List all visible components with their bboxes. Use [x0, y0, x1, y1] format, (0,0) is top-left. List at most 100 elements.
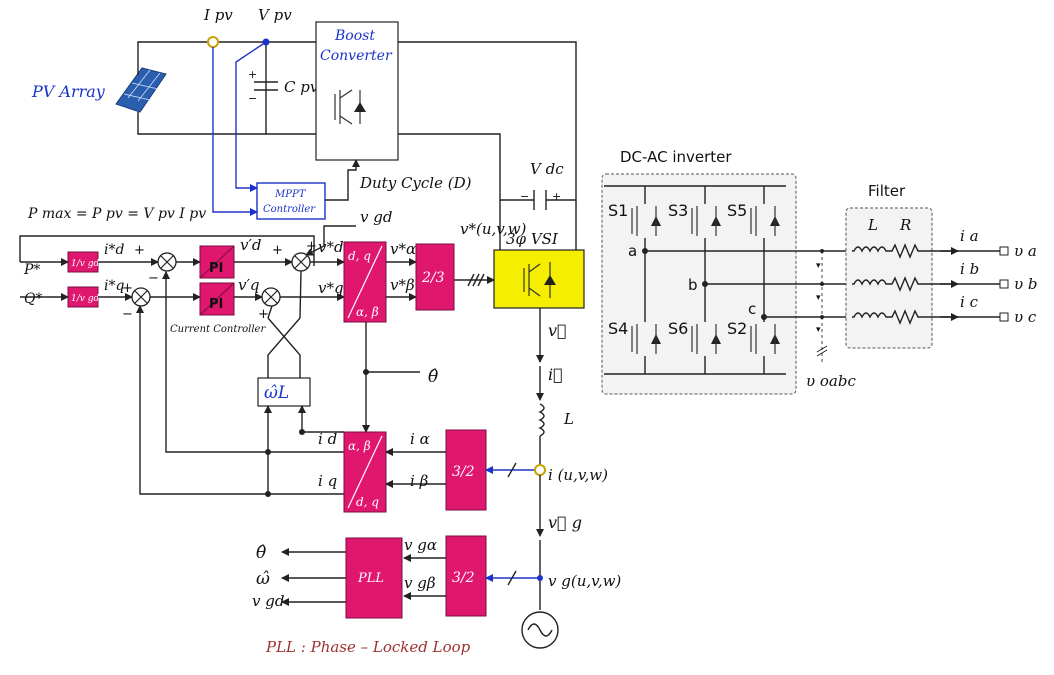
vq-star-label: v*q — [318, 279, 344, 297]
va-label: υ a — [1014, 242, 1037, 260]
two-three-label: 2/3 — [421, 270, 445, 286]
svg-text:−: − — [122, 307, 133, 322]
ipv-label: I pv — [203, 6, 233, 24]
dq-bottom-label: d, q — [356, 495, 379, 509]
pv-array-label: PV Array — [31, 82, 106, 101]
vsi-block — [493, 249, 585, 309]
q-star-label: Q* — [24, 291, 42, 307]
svg-text:▾: ▾ — [816, 261, 821, 271]
pll-caption: PLL : Phase – Locked Loop — [265, 638, 471, 656]
l-grid-label: L — [563, 410, 574, 428]
out-omega-label: ω̂ — [256, 569, 270, 589]
ialpha-label: i α — [410, 430, 430, 448]
current-sensor-icon — [207, 36, 219, 48]
filter-box — [845, 207, 933, 349]
iq-label: i q — [318, 472, 337, 490]
dcac-title: DC-AC inverter — [620, 148, 732, 166]
vg-vec-label: v⃗ g — [548, 513, 582, 532]
out-theta-label: θ̂ — [256, 543, 266, 563]
pll-block — [345, 537, 403, 619]
filter-rl-b-icon — [852, 276, 1000, 292]
valpha-star-label: v*α — [390, 240, 416, 258]
out-vgd-label: v gd — [252, 592, 284, 610]
three-two-block-1 — [445, 429, 487, 511]
i-uvw-label: i (u,v,w) — [548, 466, 608, 484]
dq-top-label: d, q — [348, 249, 371, 263]
vg-uvw-label: v g(u,v,w) — [548, 572, 621, 590]
s3-label: S3 — [668, 201, 688, 220]
svg-text:+: + — [272, 243, 283, 258]
three-two-label-2: 3/2 — [452, 570, 475, 586]
ia-label: i a — [960, 227, 979, 245]
cpv-capacitor-icon — [254, 81, 278, 91]
s4-label: S4 — [608, 319, 628, 338]
inv-vgd-label-1: 1/v gd — [71, 259, 99, 269]
vsi-switch-icon — [523, 262, 556, 298]
node-c-label: c — [748, 300, 756, 318]
filter-rl-a-icon — [852, 243, 1000, 259]
svg-text:▾: ▾ — [816, 325, 821, 335]
switch-s6-icon — [686, 322, 722, 356]
node-b-label: b — [688, 276, 698, 294]
s1-label: S1 — [608, 201, 628, 220]
iq-star-label: i*q — [104, 278, 124, 294]
svg-text:+: + — [122, 281, 133, 296]
vbeta-star-label: v*β — [390, 276, 415, 294]
svg-text:−: − — [248, 92, 257, 105]
filter-rl-c-icon — [852, 309, 1000, 325]
vg-alpha-label: v gα — [404, 536, 437, 554]
svg-text:+: + — [258, 307, 269, 322]
theta-hat-label: θ̂ — [428, 367, 438, 387]
svg-text:+: + — [248, 68, 257, 81]
three-two-block-2 — [445, 535, 487, 617]
ib-label: i b — [960, 260, 979, 278]
svg-text:+: + — [306, 239, 317, 254]
cpv-label: C pv — [284, 78, 319, 96]
boost-converter-label-2: Converter — [320, 48, 393, 64]
svg-text:−: − — [520, 190, 529, 203]
vc-label: υ c — [1014, 308, 1037, 326]
svg-text:+: + — [134, 243, 145, 258]
mppt-label-2: Controller — [263, 204, 316, 215]
s6-label: S6 — [668, 319, 688, 338]
vq-prime-label: v′q — [238, 276, 259, 294]
inv-vgd-label-2: 1/v gd — [71, 294, 99, 304]
mppt-controller-block — [256, 182, 326, 220]
id-label: i d — [318, 430, 337, 448]
switch-s4-icon — [626, 322, 662, 356]
duty-cycle-label: Duty Cycle (D) — [359, 174, 472, 192]
vuvw-ref-label: v*(u,v,w) — [460, 220, 527, 238]
switch-s1-icon — [626, 204, 662, 238]
vpv-label: V pv — [258, 6, 292, 24]
omega-l-label: ω̂L — [264, 383, 289, 403]
grid-inductor-icon — [538, 403, 545, 437]
pll-label: PLL — [357, 571, 384, 586]
ic-label: i c — [960, 293, 979, 311]
omega-l-block — [257, 377, 311, 407]
p-star-label: P* — [23, 262, 40, 278]
ab-bottom-label: α, β — [356, 305, 379, 319]
mppt-label-1: MPPT — [274, 189, 307, 200]
i-vec-label: i⃗ — [548, 365, 563, 384]
filter-l-label: L — [867, 216, 878, 234]
filter-r-label: R — [899, 216, 911, 234]
node-a-label: a — [628, 242, 637, 260]
pi-label-1: PI — [209, 261, 223, 276]
vdc-label: V dc — [530, 160, 564, 178]
switch-s3-icon — [686, 204, 722, 238]
switch-s5-icon — [745, 204, 781, 238]
vsi-label: 3φ VSI — [506, 230, 559, 248]
vb-label: υ b — [1014, 275, 1038, 293]
switch-s2-icon — [745, 322, 781, 356]
two-three-block — [415, 243, 455, 311]
vgd-in-label: v gd — [360, 208, 392, 226]
three-two-label-1: 3/2 — [452, 464, 475, 480]
current-controller-label: Current Controller — [170, 324, 266, 335]
pv-array-icon — [115, 67, 167, 113]
pmax-equation: P max = P pv = V pv I pv — [27, 206, 206, 222]
vg-beta-label: v gβ — [404, 574, 436, 592]
svg-text:▾: ▾ — [816, 293, 821, 303]
ibeta-label: i β — [410, 472, 429, 490]
vd-prime-label: v′d — [240, 236, 261, 254]
